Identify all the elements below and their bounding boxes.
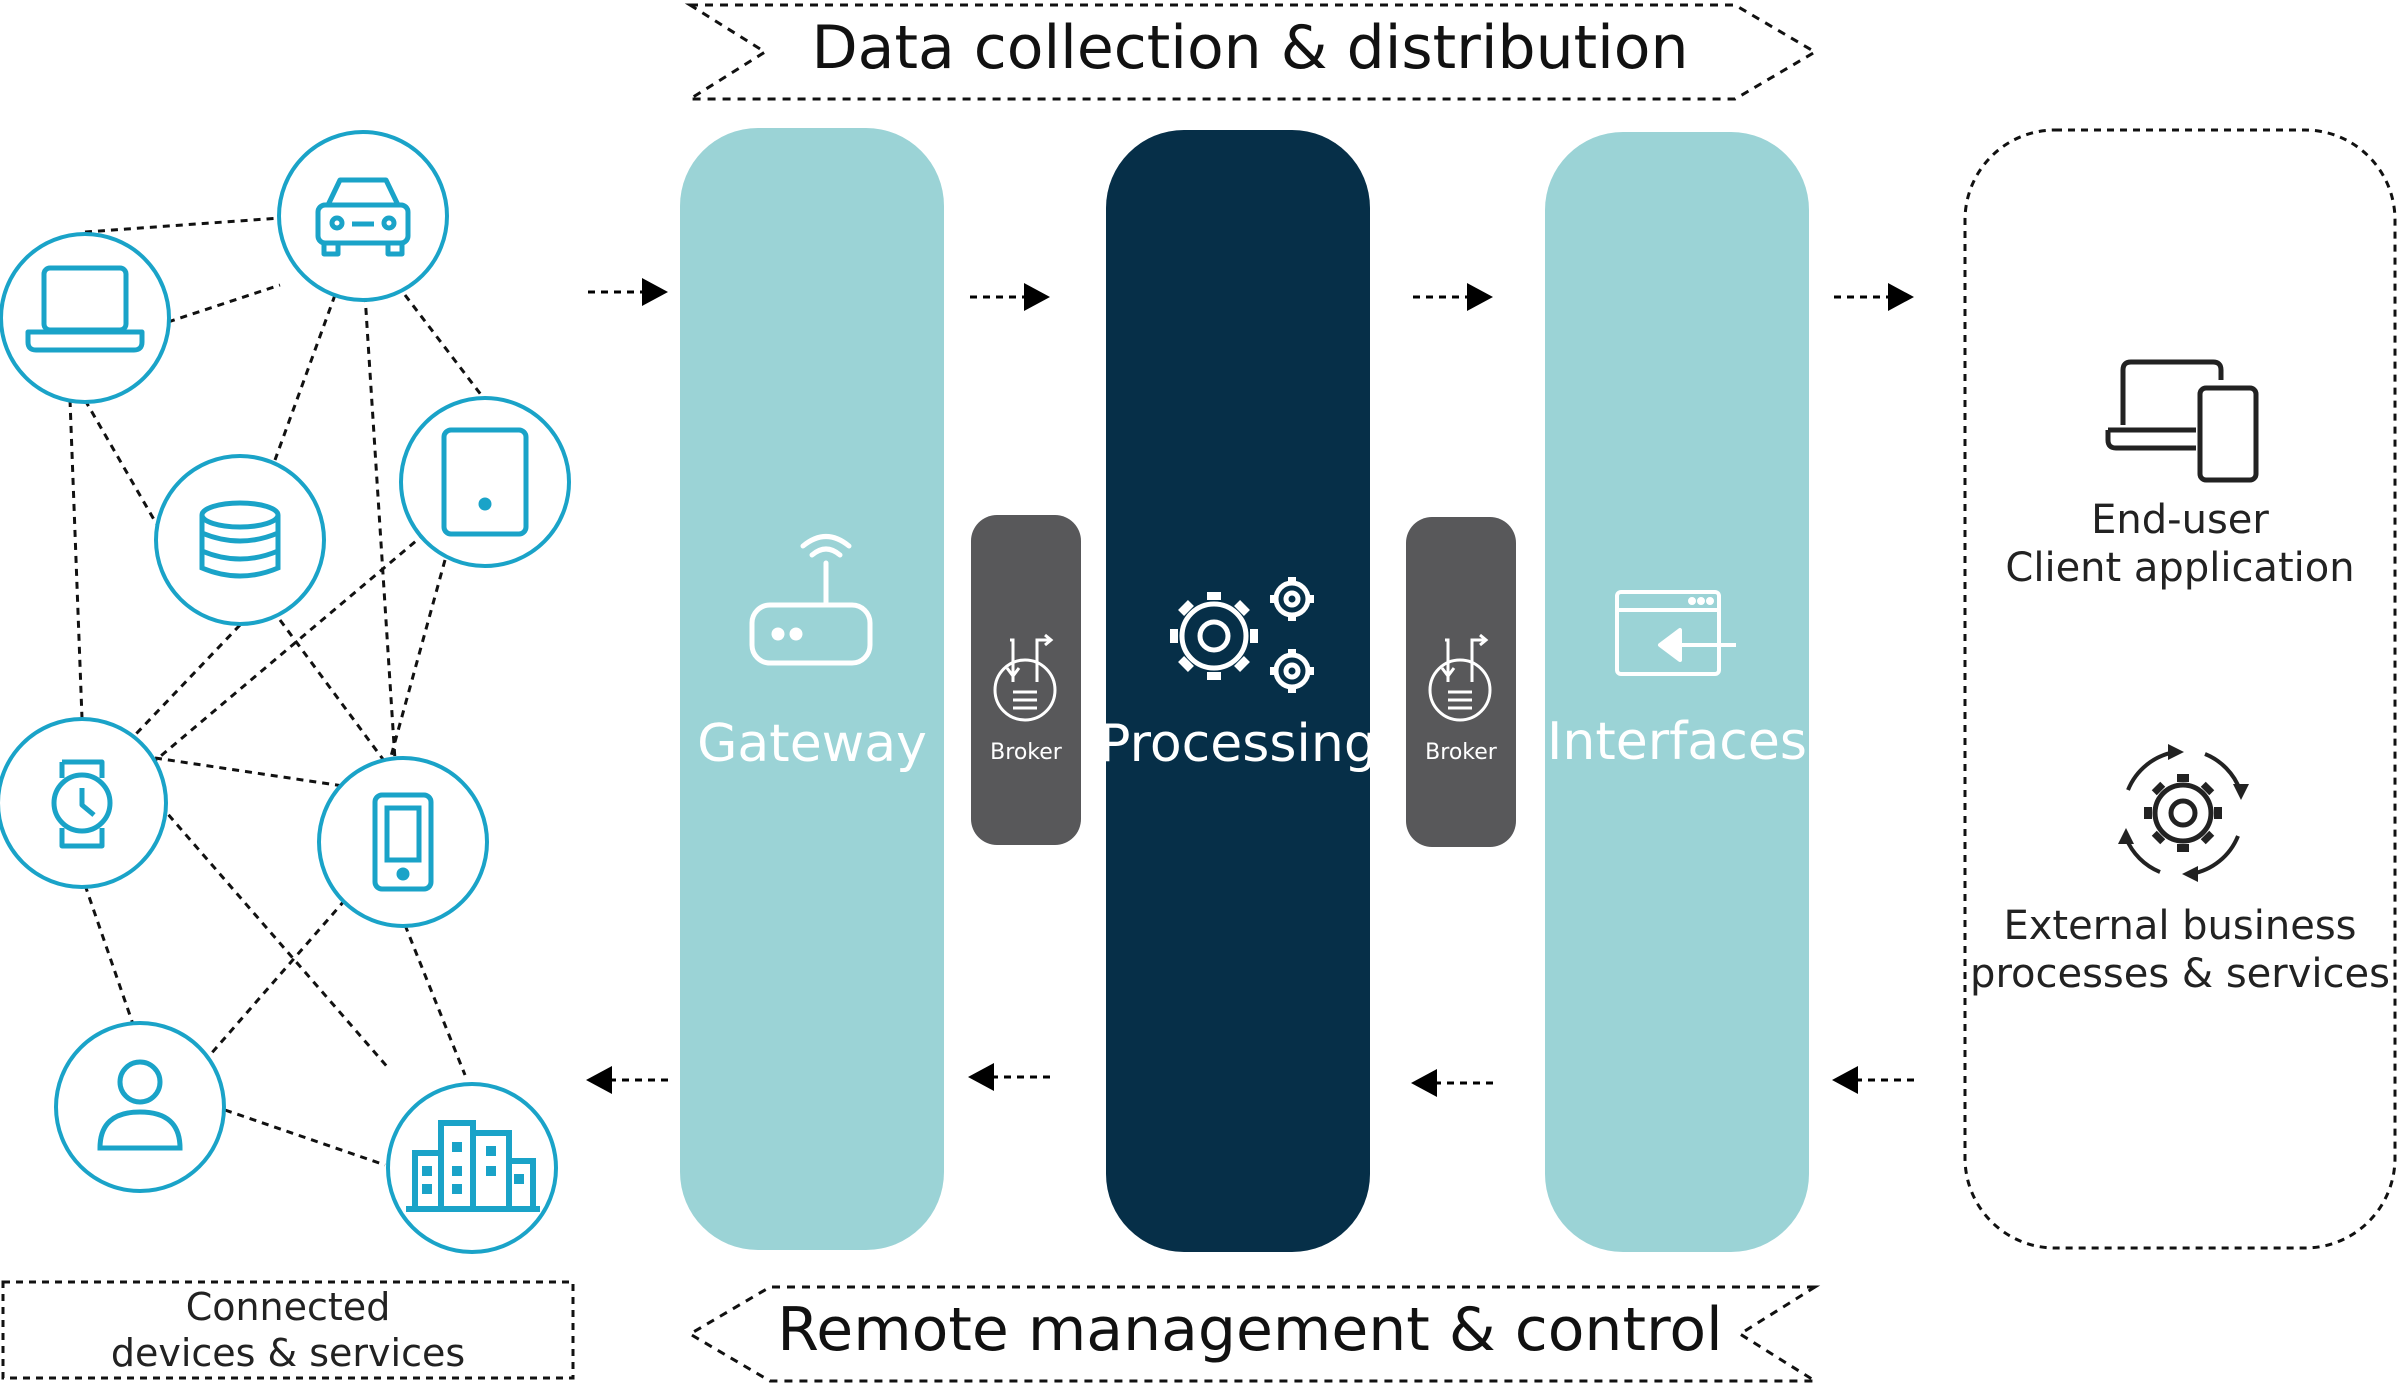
client-app-line1: End-user: [2091, 497, 2269, 543]
router-icon: [749, 534, 873, 666]
smartwatch-icon: [51, 759, 113, 849]
buildings-icon: [406, 1120, 540, 1212]
devices-caption: Connected devices & services: [3, 1284, 573, 1376]
device-circles: [0, 130, 571, 1254]
interfaces-pillar: [1545, 132, 1809, 1252]
devices-caption-line2: devices & services: [110, 1331, 466, 1375]
gateway-label: Gateway: [697, 714, 927, 774]
top-banner-frame: [684, 3, 1818, 101]
gears-icon: [1170, 577, 1314, 693]
laptop-phone-icon: [2105, 359, 2259, 483]
laptop-icon: [25, 265, 145, 353]
business-services-line2: processes & services: [1970, 951, 2390, 997]
top-banner-title: Data collection & distribution: [811, 13, 1689, 83]
devices-caption-frame: [1, 1280, 575, 1380]
processing-pillar: [1106, 130, 1370, 1252]
broker-left-label: Broker: [990, 740, 1062, 765]
broker-left-icon: [993, 633, 1057, 722]
broker-right-box: [1406, 517, 1516, 847]
smartphone-icon: [372, 792, 434, 892]
client-app-label: End-user Client application: [1965, 496, 2395, 592]
consumers-frame: [1963, 128, 2397, 1250]
device-network-links: [68, 216, 487, 1167]
broker-left-box: [971, 515, 1081, 845]
client-app-line2: Client application: [2005, 545, 2355, 591]
business-services-label: External business processes & services: [1965, 902, 2395, 998]
bottom-banner-frame: [687, 1285, 1821, 1383]
broker-right-icon: [1428, 633, 1492, 722]
devices-caption-line1: Connected: [185, 1285, 391, 1329]
interfaces-label: Interfaces: [1547, 712, 1807, 772]
interface-window-icon: [1615, 590, 1736, 676]
gear-cycle-icon: [2124, 750, 2242, 876]
user-icon: [97, 1059, 183, 1151]
gateway-pillar: [680, 128, 944, 1250]
tablet-icon: [441, 427, 529, 537]
processing-label: Processing: [1099, 714, 1377, 774]
broker-right-label: Broker: [1425, 740, 1497, 765]
business-services-line1: External business: [2003, 903, 2357, 949]
car-icon: [315, 177, 411, 257]
bottom-banner-title: Remote management & control: [777, 1295, 1723, 1365]
backward-arrows: [608, 1075, 1914, 1085]
database-icon: [199, 500, 281, 579]
